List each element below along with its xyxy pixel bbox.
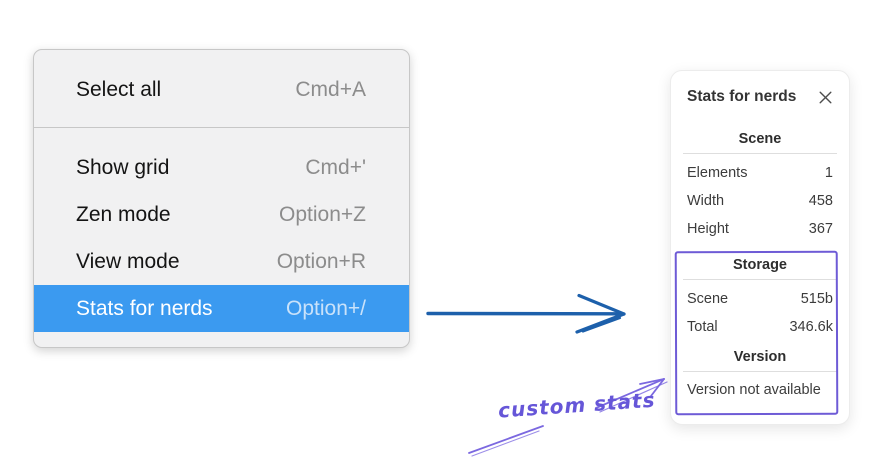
- stat-row-height: Height 367: [687, 215, 833, 243]
- menu-item-shortcut: Option+Z: [279, 202, 366, 226]
- scene-heading: Scene: [738, 131, 782, 147]
- menu-item-label: View mode: [76, 249, 180, 273]
- stat-label: Elements: [687, 165, 748, 181]
- stat-row-storage-total: Total 346.6k: [687, 313, 833, 341]
- menu-item-zen-mode[interactable]: Zen mode Option+Z: [34, 191, 409, 238]
- menu-section-bottom: Show grid Cmd+' Zen mode Option+Z View m…: [34, 127, 409, 346]
- stats-panel-title: Stats for nerds: [687, 88, 797, 105]
- stats-panel-header: Stats for nerds: [687, 87, 833, 107]
- menu-item-label: Select all: [76, 77, 162, 101]
- scene-section: Scene Elements 1 Width 458 Height 367: [683, 129, 837, 243]
- menu-section-top: Select all Cmd+A: [34, 50, 409, 127]
- arrow-menu-to-panel-icon: [426, 293, 626, 334]
- menu-item-shortcut: Option+/: [286, 296, 366, 320]
- stat-row-storage-scene: Scene 515b: [687, 285, 833, 313]
- menu-item-label: Stats for nerds: [76, 296, 213, 320]
- stat-value: 367: [808, 221, 833, 237]
- stat-label: Width: [687, 193, 725, 209]
- stat-value: 346.6k: [789, 319, 833, 335]
- menu-item-label: Show grid: [76, 155, 170, 179]
- divider: [683, 279, 837, 280]
- close-icon[interactable]: [817, 89, 833, 105]
- menu-item-show-grid[interactable]: Show grid Cmd+': [34, 144, 409, 191]
- storage-version-group: Storage Scene 515b Total 346.6k Version …: [674, 250, 846, 416]
- stat-row-elements: Elements 1: [687, 159, 833, 187]
- stat-value: 515b: [800, 291, 833, 307]
- stat-label: Total: [687, 319, 718, 335]
- stats-panel: Stats for nerds Scene Elements 1 Width 4…: [670, 70, 850, 425]
- stat-row-width: Width 458: [687, 187, 833, 215]
- menu-item-label: Zen mode: [76, 202, 171, 226]
- custom-stats-annotation: custom stats: [497, 387, 657, 423]
- storage-heading: Storage: [733, 257, 787, 273]
- context-menu: Select all Cmd+A Show grid Cmd+' Zen mod…: [33, 49, 410, 348]
- menu-item-shortcut: Cmd+A: [295, 77, 366, 101]
- stat-label: Height: [687, 221, 729, 237]
- version-heading: Version: [733, 349, 787, 365]
- menu-item-stats-for-nerds[interactable]: Stats for nerds Option+/: [34, 285, 409, 332]
- stat-value: 1: [824, 165, 833, 181]
- menu-item-shortcut: Option+R: [276, 249, 366, 273]
- divider: [683, 153, 837, 154]
- version-note: Version not available: [687, 382, 821, 398]
- menu-item-shortcut: Cmd+': [305, 155, 366, 179]
- stat-value: 458: [808, 193, 833, 209]
- divider: [683, 371, 837, 372]
- menu-item-select-all[interactable]: Select all Cmd+A: [34, 66, 409, 113]
- stat-label: Scene: [687, 291, 729, 307]
- menu-item-view-mode[interactable]: View mode Option+R: [34, 238, 409, 285]
